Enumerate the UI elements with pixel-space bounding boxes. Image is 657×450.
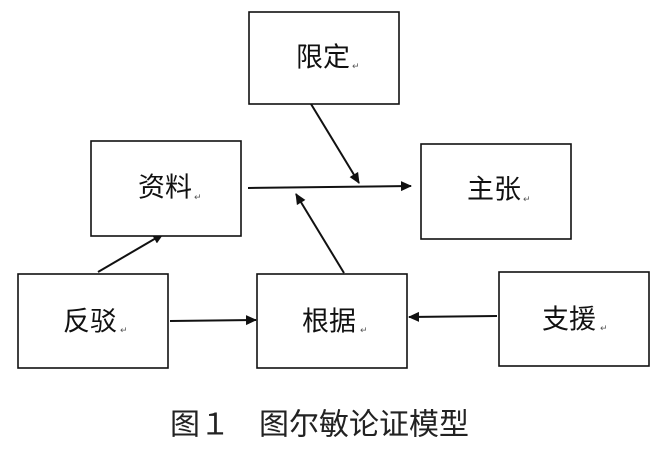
figure-number: 图１ <box>170 408 230 443</box>
edge-backing-to-warrant <box>408 311 498 322</box>
paragraph-mark: ↵ <box>120 326 128 336</box>
node-qualifier: 限定 ↵ <box>248 11 400 105</box>
paragraph-mark: ↵ <box>194 193 202 203</box>
node-data-label: 资料 <box>138 173 192 204</box>
node-claim: 主张 ↵ <box>420 143 572 240</box>
node-data: 资料 ↵ <box>90 140 242 237</box>
edge-rebuttal-to-data <box>97 233 164 273</box>
node-qualifier-label: 限定 <box>296 43 350 74</box>
paragraph-mark: ↵ <box>600 324 608 334</box>
node-backing-label: 支援 <box>542 305 596 336</box>
edge-qualifier-to-claim <box>310 103 360 184</box>
node-warrant: 根据 ↵ <box>256 273 408 369</box>
node-backing: 支援 ↵ <box>498 271 650 367</box>
paragraph-mark: ↵ <box>360 326 368 336</box>
node-warrant-label: 根据 <box>302 307 356 338</box>
edge-data-to-claim <box>247 181 412 192</box>
figure-title: 图尔敏论证模型 <box>259 408 469 443</box>
edge-warrant-to-claim <box>295 193 345 274</box>
paragraph-mark: ↵ <box>523 195 531 205</box>
edge-rebuttal-to-warrant <box>169 315 257 326</box>
figure-caption: 图１ 图尔敏论证模型 <box>170 408 469 443</box>
node-rebuttal: 反驳 ↵ <box>17 273 169 369</box>
node-claim-label: 主张 <box>467 175 521 206</box>
paragraph-mark: ↵ <box>352 62 360 72</box>
node-rebuttal-label: 反驳 <box>63 307 117 338</box>
